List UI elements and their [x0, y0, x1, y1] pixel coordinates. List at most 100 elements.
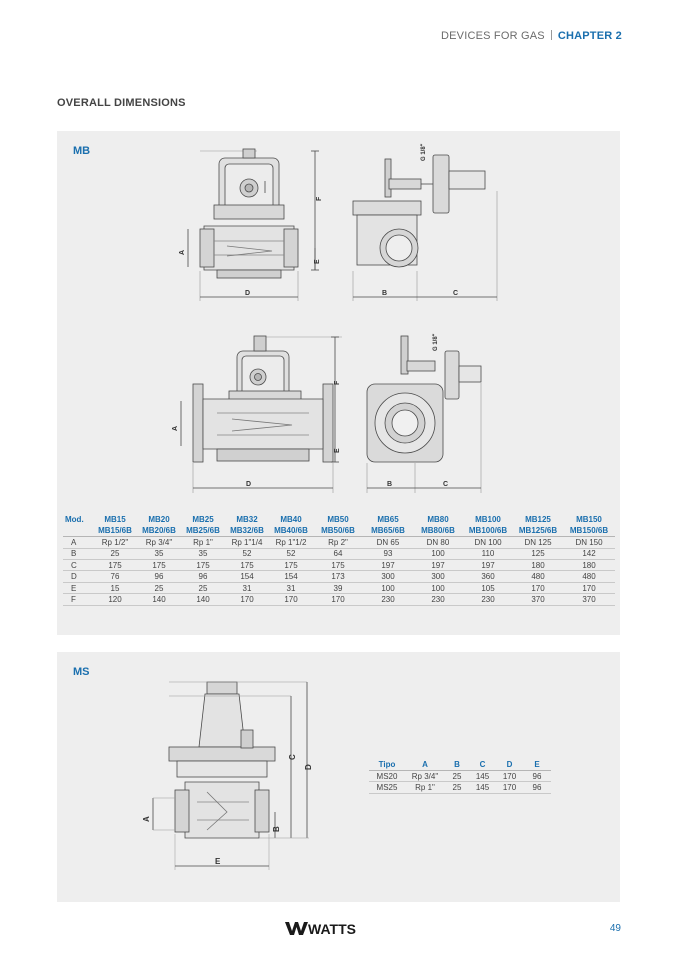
mb-cell: DN 100 [463, 536, 513, 549]
mb-cell: 173 [313, 570, 363, 583]
mb-dim-b-2: B [387, 481, 392, 488]
ms-panel: MS C D B A E [57, 652, 620, 902]
mb-model-6b-header: MB25/6B [181, 525, 225, 538]
mb-dim-e-2: E [334, 448, 341, 453]
ms-cell: MS20 [369, 770, 405, 783]
mb-cell: 52 [225, 548, 269, 561]
ms-header-tipo: Tipo [369, 759, 405, 771]
mb-cell: 300 [413, 570, 463, 583]
mb-cell: 180 [563, 559, 615, 572]
mb-cell: 175 [313, 559, 363, 572]
ms-cell: 170 [496, 770, 523, 783]
mb-cell: 175 [137, 559, 181, 572]
mb-table-mod-header: Mod. [65, 515, 84, 525]
mb-model-6b-header: MB40/6B [269, 525, 313, 538]
ms-header-b: B [445, 759, 469, 771]
mb-row-label: E [63, 582, 93, 595]
mb-model-header: MB65 [377, 515, 399, 525]
mb-cell: 140 [181, 593, 225, 606]
mb-cell: 96 [137, 570, 181, 583]
ms-cell: 96 [523, 770, 551, 783]
mb-cell: 25 [93, 548, 137, 561]
mb-row-label: A [63, 536, 93, 549]
mb-thread-label-2: G 1/8" [433, 333, 439, 351]
mb-model-6b-header: MB65/6B [363, 525, 413, 538]
mb-table-header-row-6b: MB15/6B MB20/6B MB25/6B MB32/6B MB40/6B … [63, 525, 615, 538]
ms-cell: 96 [523, 781, 551, 794]
mb-dim-e-1: E [314, 259, 321, 264]
mb-cell: DN 65 [363, 536, 413, 549]
mb-cell: 31 [269, 582, 313, 595]
ms-header-d: D [496, 759, 523, 771]
mb-cell: 120 [93, 593, 137, 606]
ms-dim-a: A [142, 816, 151, 822]
watts-logo: WATTS [285, 921, 356, 937]
mb-cell: 170 [269, 593, 313, 606]
mb-cell: 154 [269, 570, 313, 583]
ms-cell: Rp 3/4" [405, 770, 445, 783]
ms-dim-e: E [215, 857, 221, 866]
mb-cell: 25 [137, 582, 181, 595]
mb-cell: 170 [563, 582, 615, 595]
ms-table-header-row: Tipo A B C D E [369, 759, 551, 771]
page-number: 49 [609, 923, 621, 934]
mb-dim-c-1: C [453, 290, 458, 297]
ms-header-e: E [523, 759, 551, 771]
mb-table-header-row: Mod. MB15 MB20 MB25 MB32 MB40 MB50 MB65 … [63, 514, 615, 525]
ms-cell: Rp 1" [405, 781, 445, 794]
mb-cell: 15 [93, 582, 137, 595]
mb-dim-f-2: F [334, 380, 341, 385]
ms-dim-d: D [304, 764, 313, 770]
mb-cell: 52 [269, 548, 313, 561]
mb-row-label: B [63, 548, 93, 561]
mb-model-6b-header: MB150/6B [563, 525, 615, 538]
mb-cell: 197 [363, 559, 413, 572]
mb-thread-label-1: G 1/8" [421, 143, 427, 161]
mb-front-view-flanged: F E A D [172, 335, 342, 493]
mb-cell: 170 [225, 593, 269, 606]
mb-cell: 142 [563, 548, 615, 561]
mb-dimensions-table: Mod. MB15 MB20 MB25 MB32 MB40 MB50 MB65 … [63, 514, 615, 606]
ms-header-a: A [405, 759, 445, 771]
mb-model-6b-header: MB32/6B [225, 525, 269, 538]
mb-model-header: MB20 [148, 515, 170, 525]
mb-cell: 39 [313, 582, 363, 595]
page-title: OVERALL DIMENSIONS [57, 97, 186, 109]
ms-cell: 25 [445, 770, 469, 783]
mb-model-6b-header: MB80/6B [413, 525, 463, 538]
mb-cell: Rp 3/4" [137, 536, 181, 549]
mb-cell: 360 [463, 570, 513, 583]
ms-dim-b: B [272, 826, 281, 832]
mb-cell: 125 [513, 548, 563, 561]
mb-dim-d-1: D [245, 290, 250, 297]
section-name: DEVICES FOR GAS [440, 30, 545, 42]
mb-cell: Rp 1"1/4 [225, 536, 269, 549]
mb-side-view-small: G 1/8" B C [352, 143, 498, 301]
mb-cell: 480 [513, 570, 563, 583]
mb-cell: 230 [363, 593, 413, 606]
ms-cell: 170 [496, 781, 523, 794]
mb-cell: DN 80 [413, 536, 463, 549]
mb-dim-d-2: D [246, 481, 251, 488]
mb-model-header: MB25 [192, 515, 214, 525]
mb-cell: DN 125 [513, 536, 563, 549]
mb-cell: 35 [137, 548, 181, 561]
mb-dim-c-2: C [443, 481, 448, 488]
mb-model-header: MB15 [104, 515, 126, 525]
mb-dim-a-2: A [172, 426, 179, 431]
mb-cell: Rp 1" [181, 536, 225, 549]
mb-dim-a-1: A [179, 250, 186, 255]
mb-model-header: MB100 [475, 515, 501, 525]
mb-table-empty-cell [63, 525, 93, 538]
mb-dim-f-1: F [316, 196, 323, 201]
mb-cell: 175 [181, 559, 225, 572]
mb-model-header: MB40 [280, 515, 302, 525]
mb-cell: 64 [313, 548, 363, 561]
mb-cell: 197 [413, 559, 463, 572]
